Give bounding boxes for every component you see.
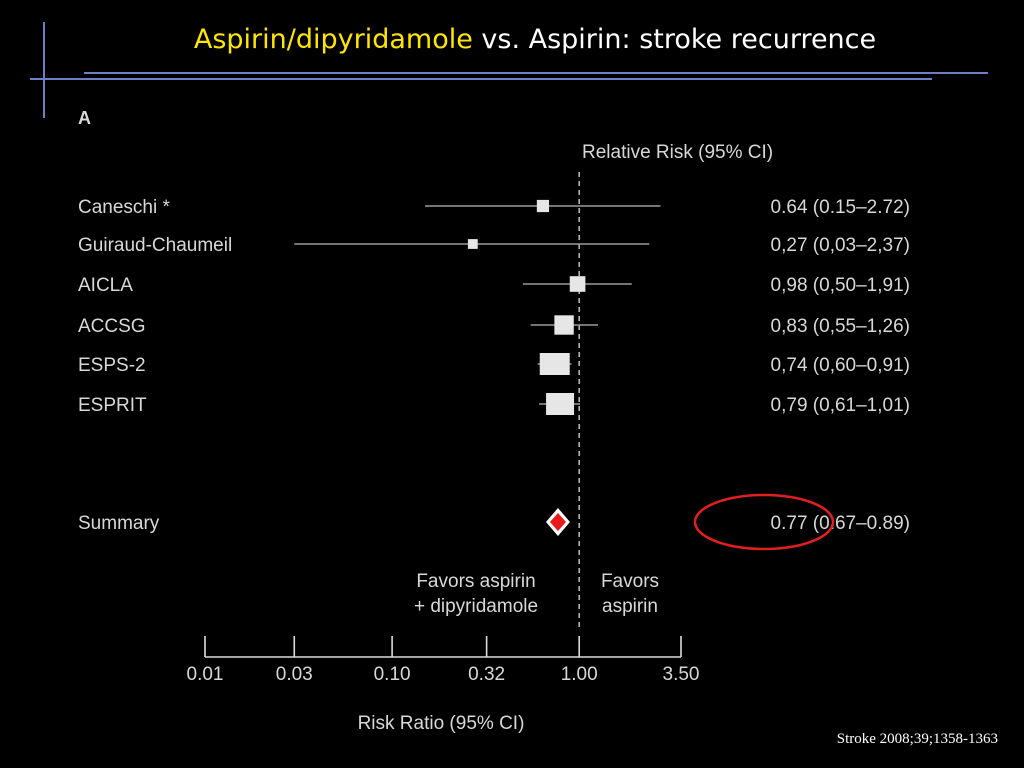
point-estimate-box [467,239,478,249]
point-estimate-box [546,393,575,415]
panel-label: A [78,108,91,128]
study-estimate: 0,79 (0,61–1,01) [771,395,910,416]
favors-left-line2: + dipyridamole [414,596,538,617]
favors-right-line1: Favors [601,571,659,592]
summary-highlight-circle [693,493,835,551]
summary-name: Summary [78,513,160,534]
point-estimate-box [554,315,574,335]
study-name: AICLA [78,275,133,296]
title-rule-horizontal-left [30,78,932,80]
title-highlight: Aspirin/dipyridamole [193,24,473,55]
point-estimate-box [539,353,570,375]
study-estimate: 0.64 (0.15–2.72) [771,197,910,218]
title-rule-horizontal-top [84,72,988,74]
title-rest: vs. Aspirin: stroke recurrence [472,24,877,55]
slide-title: Aspirin/dipyridamole vs. Aspirin: stroke… [0,24,1024,55]
title-rule-vertical [43,22,45,118]
x-tick-label: 0.10 [374,664,411,685]
x-tick-label: 0.03 [276,664,313,685]
study-name: Guiraud-Chaumeil [78,235,232,256]
point-estimate-box [536,199,550,213]
citation: Stroke 2008;39;1358-1363 [836,731,998,747]
study-name: ESPS-2 [78,355,146,376]
summary-estimate: 0.77 (0.67–0.89) [771,513,910,534]
favors-right-line2: aspirin [602,596,658,617]
x-axis-label: Risk Ratio (95% CI) [358,713,525,734]
study-name: Caneschi * [78,197,170,218]
x-tick-label: 3.50 [663,664,700,685]
study-estimate: 0,83 (0,55–1,26) [771,316,910,337]
summary-diamond [549,513,566,531]
study-name: ESPRIT [78,395,147,416]
point-estimate-box [569,276,586,292]
x-tick-label: 0.01 [187,664,224,685]
x-tick-label: 0.32 [468,664,505,685]
x-tick-label: 1.00 [561,664,598,685]
favors-left-line1: Favors aspirin [416,571,535,592]
study-estimate: 0,27 (0,03–2,37) [771,235,910,256]
study-name: ACCSG [78,316,146,337]
study-estimate: 0,98 (0,50–1,91) [771,275,910,296]
column-header: Relative Risk (95% CI) [582,142,773,163]
study-estimate: 0,74 (0,60–0,91) [771,355,910,376]
